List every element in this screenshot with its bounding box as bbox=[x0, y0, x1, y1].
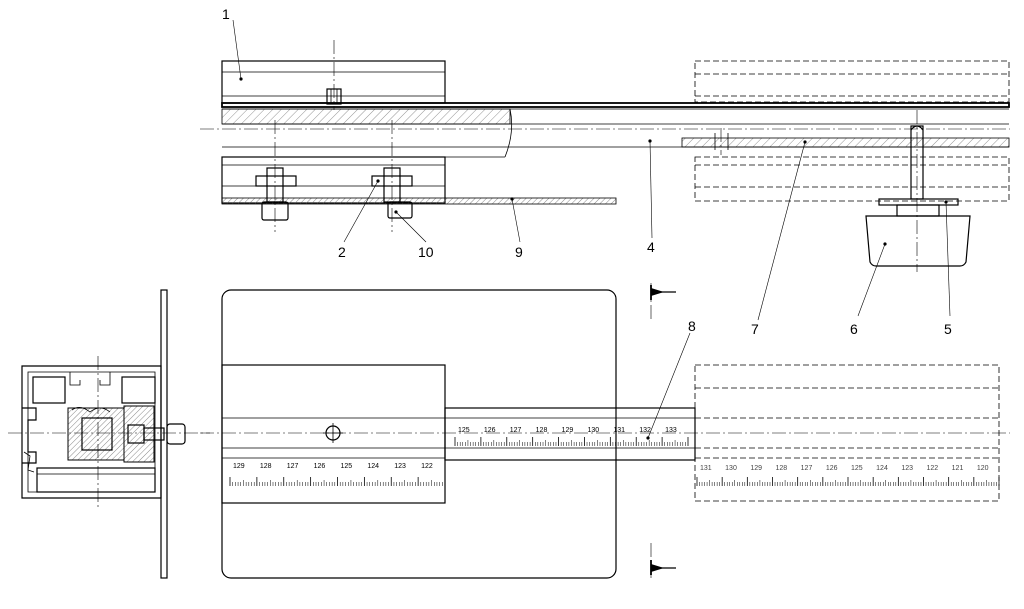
part-1-top-block bbox=[221, 60, 446, 104]
callout-10: 10 bbox=[418, 244, 434, 260]
scale-label: 128 bbox=[260, 463, 272, 470]
scale-label: 129 bbox=[233, 463, 245, 470]
scale-label: 127 bbox=[510, 427, 522, 434]
scale-label: 123 bbox=[901, 465, 913, 472]
scale-label: 123 bbox=[394, 463, 406, 470]
callout-7: 7 bbox=[751, 321, 759, 337]
phantom-housing-bottom bbox=[694, 156, 1010, 202]
rail-bar bbox=[221, 102, 1010, 108]
hatched-clamp-strip bbox=[221, 108, 511, 125]
scale-label: 124 bbox=[367, 463, 379, 470]
scale-label: 125 bbox=[851, 465, 863, 472]
scale-label: 122 bbox=[421, 463, 433, 470]
scale-right: 131 130 129 128 127 126 125 124 123 122 121 120 bbox=[696, 465, 1000, 486]
scale-label: 126 bbox=[314, 463, 326, 470]
callout-6: 6 bbox=[850, 321, 858, 337]
bolt-right bbox=[371, 120, 413, 232]
part-7-stop-bar bbox=[681, 137, 1010, 148]
callout-5: 5 bbox=[944, 321, 952, 337]
scale-label: 131 bbox=[700, 465, 712, 472]
scale-label: 121 bbox=[952, 465, 964, 472]
profile-cross-section bbox=[8, 289, 210, 579]
phantom-housing-top bbox=[694, 60, 1010, 103]
scale-middle: 125 126 127 128 129 130 131 132 133 bbox=[454, 427, 689, 446]
scale-label: 125 bbox=[341, 463, 353, 470]
scale-left: 129 128 127 126 125 124 123 122 bbox=[229, 463, 446, 486]
scale-label: 120 bbox=[977, 465, 989, 472]
slider-block bbox=[221, 364, 446, 504]
callout-1: 1 bbox=[222, 6, 230, 22]
scale-label: 130 bbox=[725, 465, 737, 472]
scale-label: 128 bbox=[536, 427, 548, 434]
part-9-plate bbox=[221, 197, 617, 205]
scale-label: 122 bbox=[927, 465, 939, 472]
scale-label: 129 bbox=[562, 427, 574, 434]
scale-label: 128 bbox=[776, 465, 788, 472]
callout-2: 2 bbox=[338, 244, 346, 260]
callout-4: 4 bbox=[647, 239, 655, 255]
scale-label: 126 bbox=[826, 465, 838, 472]
scale-label: 131 bbox=[613, 427, 625, 434]
knob-assembly bbox=[865, 110, 971, 272]
scale-label: 129 bbox=[750, 465, 762, 472]
section-marker-top bbox=[650, 283, 676, 320]
scale-label: 133 bbox=[665, 427, 677, 434]
callout-8: 8 bbox=[688, 318, 696, 334]
scale-label: 132 bbox=[639, 427, 651, 434]
scale-label: 124 bbox=[876, 465, 888, 472]
scale-label: 125 bbox=[458, 427, 470, 434]
scale-label: 127 bbox=[801, 465, 813, 472]
top-section-view: 1 2 10 9 4 7 6 5 bbox=[200, 6, 1010, 337]
part-6-knob bbox=[865, 215, 971, 267]
scale-label: 127 bbox=[287, 463, 299, 470]
section-marker-bottom bbox=[650, 543, 676, 578]
plan-view: 8 bbox=[200, 289, 1010, 579]
callout-9: 9 bbox=[515, 244, 523, 260]
scale-label: 126 bbox=[484, 427, 496, 434]
bolt-left bbox=[255, 120, 297, 232]
base-plate bbox=[221, 289, 617, 579]
part-8-scale-rail bbox=[444, 407, 696, 461]
scale-label: 130 bbox=[587, 427, 599, 434]
